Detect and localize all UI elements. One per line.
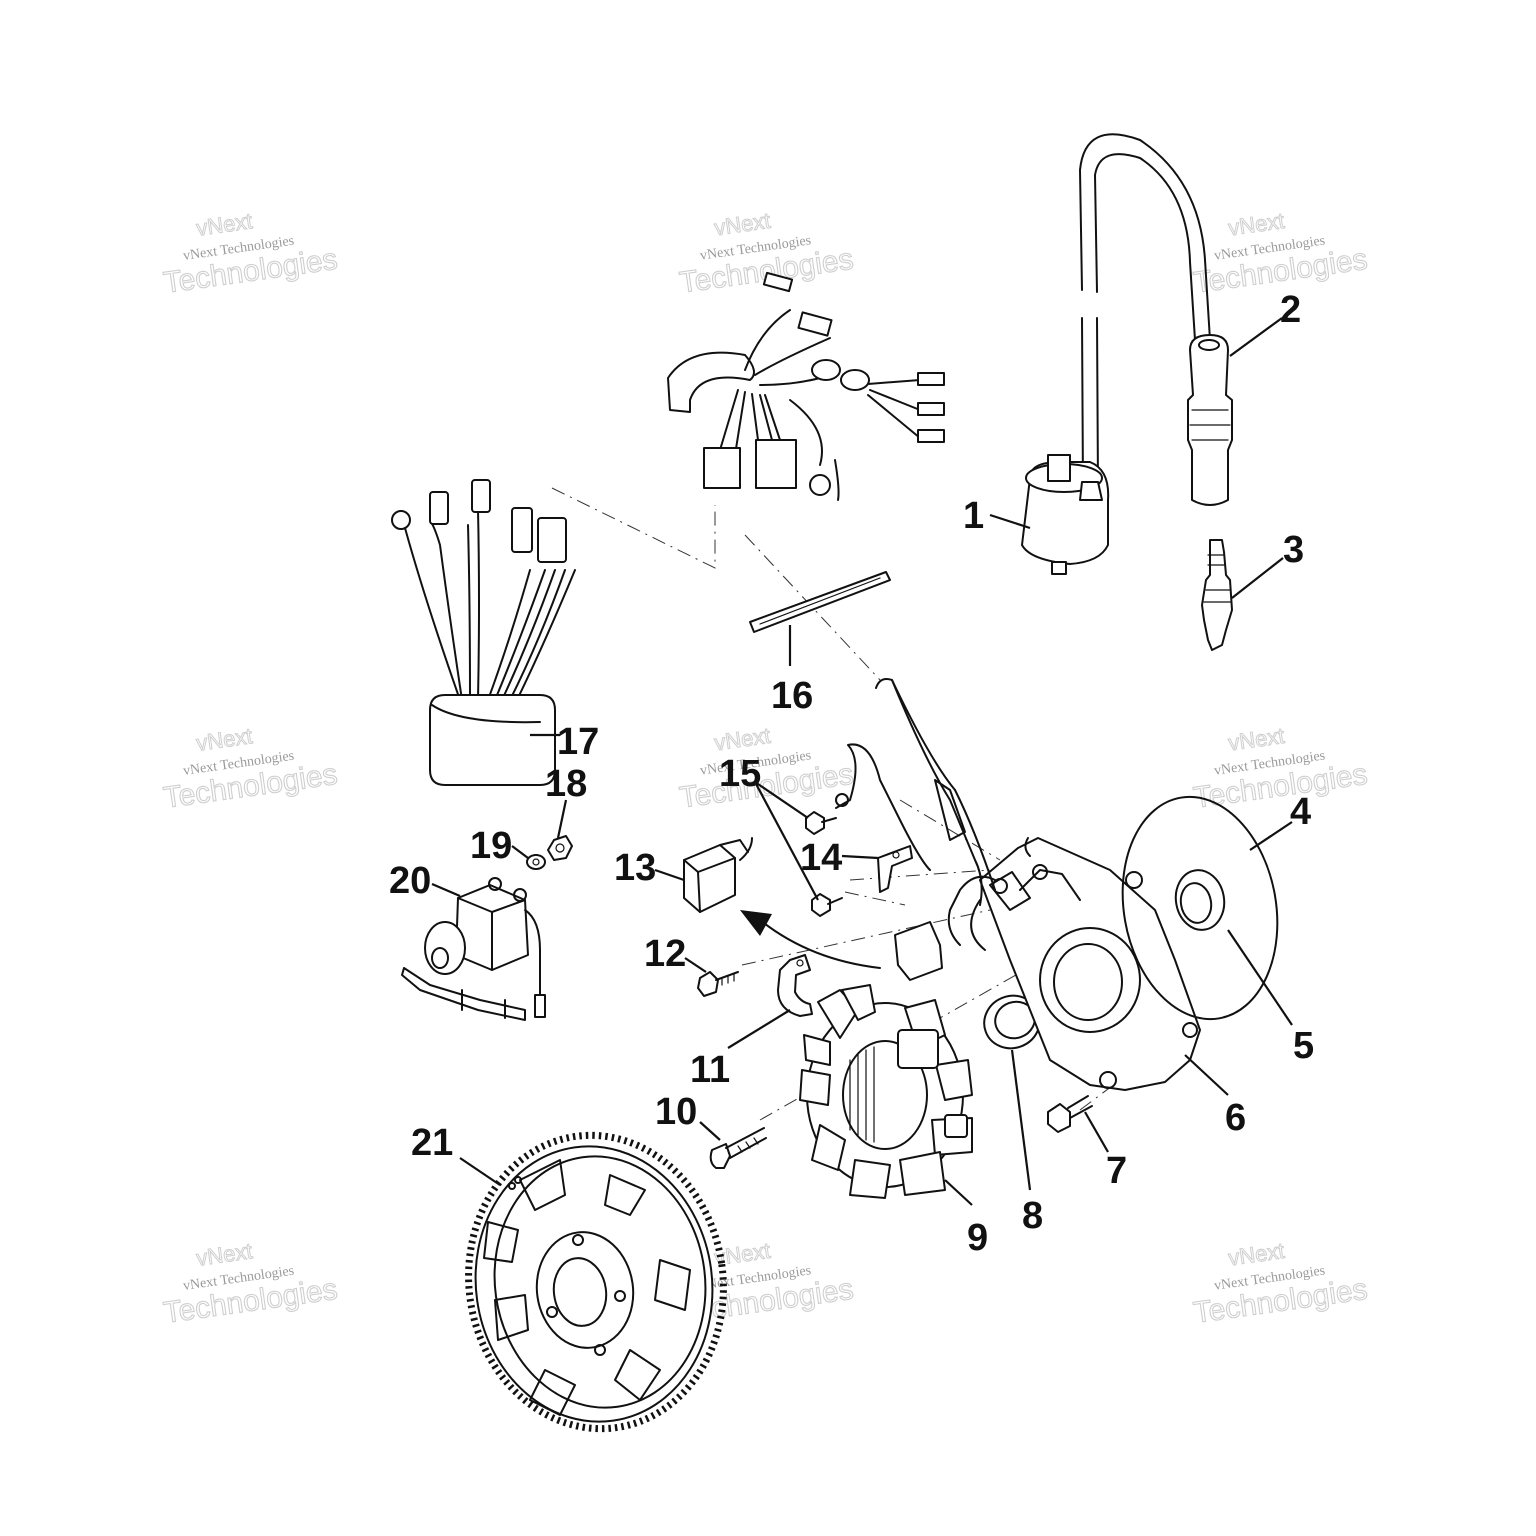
- svg-text:vNext: vNext: [1227, 1238, 1286, 1271]
- cable-tie: [749, 571, 891, 633]
- callout-3: 3: [1283, 529, 1304, 571]
- callout-6: 6: [1225, 1097, 1246, 1139]
- watermark-middle-right: vNext vNext Technologies Technologies: [1191, 722, 1370, 815]
- callout-14: 14: [800, 837, 842, 879]
- svg-text:vNext: vNext: [713, 208, 772, 241]
- o-ring: [1121, 795, 1279, 1021]
- wire-clamp: [777, 954, 813, 1017]
- stator-lead-wire: [875, 678, 996, 981]
- ignition-coil: [1021, 133, 1211, 575]
- watermark-bottom-right: vNext vNext Technologies Technologies: [1191, 1237, 1370, 1330]
- wiring-harness: [667, 271, 945, 501]
- callout-20: 20: [389, 860, 431, 902]
- stator: [799, 984, 973, 1199]
- svg-text:vNext: vNext: [195, 723, 254, 756]
- watermark-middle-left: vNext vNext Technologies Technologies: [161, 723, 340, 816]
- cdi-module: [391, 479, 576, 786]
- svg-text:vNext: vNext: [1227, 723, 1286, 756]
- svg-text:vNext: vNext: [195, 208, 254, 241]
- callout-19: 19: [470, 825, 512, 867]
- callout-9: 9: [967, 1217, 988, 1259]
- flywheel: [465, 1131, 727, 1433]
- watermark-top-left: vNext vNext Technologies Technologies: [161, 208, 340, 301]
- spark-plug: [1201, 539, 1233, 651]
- stator-screw: [709, 1127, 767, 1169]
- clamp-screw: [697, 971, 739, 997]
- washer: [526, 854, 546, 870]
- callout-18: 18: [545, 763, 587, 805]
- trigger-coil: [683, 837, 753, 913]
- callout-15: 15: [719, 753, 761, 795]
- stator-housing: [947, 837, 1201, 1091]
- callout-16: 16: [771, 675, 813, 717]
- screws: [805, 743, 931, 917]
- callout-11: 11: [690, 1049, 730, 1091]
- leader-lines: [431, 317, 1293, 1206]
- callout-2: 2: [1280, 289, 1301, 331]
- watermark-bottom-left: vNext vNext Technologies Technologies: [161, 1238, 340, 1331]
- watermark-top-right: vNext vNext Technologies Technologies: [1191, 207, 1370, 300]
- assembly-arrow: [740, 910, 881, 969]
- bolt: [1047, 1095, 1093, 1133]
- callout-5: 5: [1293, 1025, 1314, 1067]
- spark-plug-boot: [1187, 334, 1233, 506]
- oil-seal: [983, 994, 1041, 1050]
- bracket: [877, 845, 913, 893]
- callout-12: 12: [644, 933, 686, 975]
- starter-solenoid: [401, 877, 546, 1021]
- callout-10: 10: [655, 1091, 697, 1133]
- svg-text:vNext: vNext: [713, 723, 772, 756]
- callout-13: 13: [614, 847, 656, 889]
- callout-1: 1: [963, 495, 984, 537]
- callout-4: 4: [1290, 791, 1311, 833]
- seal: [1174, 869, 1226, 931]
- callout-17: 17: [557, 721, 599, 763]
- nut: [547, 835, 573, 861]
- callout-8: 8: [1022, 1195, 1043, 1237]
- callout-21: 21: [411, 1122, 453, 1164]
- callout-7: 7: [1106, 1150, 1127, 1192]
- svg-text:vNext: vNext: [195, 1238, 254, 1271]
- svg-text:vNext: vNext: [1227, 208, 1286, 241]
